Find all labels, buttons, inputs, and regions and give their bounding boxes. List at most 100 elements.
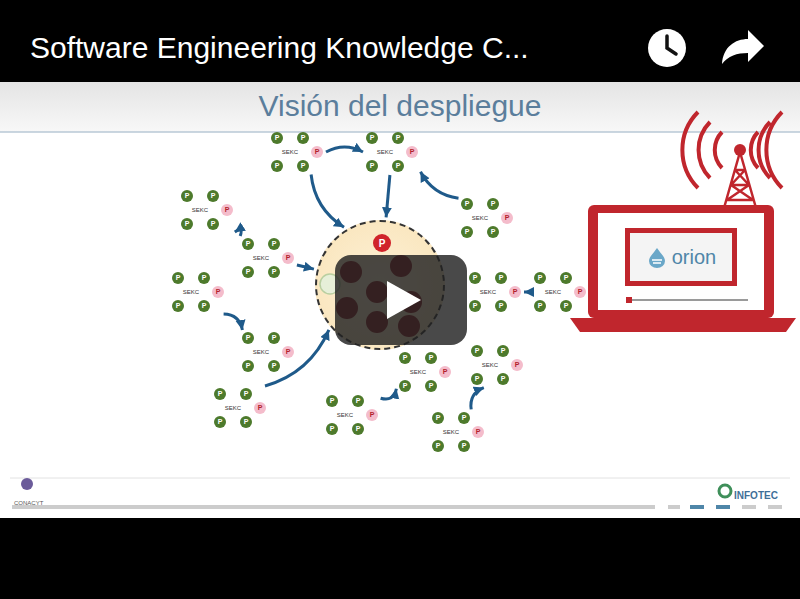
slide-dot [768,505,782,509]
peer-circle: P [560,272,572,284]
peer-cluster: SEKCPPPPP [469,272,521,312]
flow-arrow [326,147,363,152]
peer-label: P [499,274,504,282]
peer-label: P [436,442,441,450]
peer-badge: P [282,252,294,264]
share-icon [722,30,764,64]
peer-cluster: SEKCPPPPP [214,388,266,428]
peer-circle: P [242,266,254,278]
orion-logo-drop [649,248,665,268]
flow-arrow [235,230,241,236]
peer-label: P [330,425,335,433]
peer-circle: P [207,218,219,230]
peer-circle: P [461,226,473,238]
peer-circle: P [469,272,481,284]
peer-circle: P [297,132,309,144]
peer-cluster: SEKCPPPPP [242,238,294,278]
peer-label: P [244,418,249,426]
flow-arrow [524,291,531,294]
peer-label: P [225,206,230,214]
slide-dot [716,505,730,509]
peer-circle: P [425,352,437,364]
cluster-label-box: SEKC [461,211,499,225]
peer-label: P [462,442,467,450]
peer-label: P [515,361,520,369]
flow-arrow [311,175,344,228]
peer-label: P [356,425,361,433]
peer-label: P [436,414,441,422]
peer-circle: P [326,395,338,407]
cluster-label: SEKC [377,149,393,156]
peer-label: P [272,240,277,248]
peer-circle: P [471,373,483,385]
slide-dots [668,505,782,509]
cluster-label-box: SEKC [469,285,507,299]
peer-label: P [538,274,543,282]
peer-label: P [370,134,375,142]
peer-circle: P [432,440,444,452]
hub-peer-circle: P [373,234,391,252]
peer-circle: P [242,238,254,250]
peer-label: P [491,228,496,236]
cluster-label-box: SEKC [271,145,309,159]
peer-label: P [202,274,207,282]
play-triangle [387,281,421,319]
peer-circle: P [495,272,507,284]
peer-label: P [176,274,181,282]
peer-circle: P [242,332,254,344]
peer-label: P [272,268,277,276]
slide-title-box: Visión del despliegue [0,89,800,122]
cluster-label: SEKC [282,149,298,156]
peer-cluster: SEKCPPPPP [181,190,233,230]
cluster-label: SEKC [482,362,498,369]
cluster-label: SEKC [225,405,241,412]
laptop-screen [598,213,764,310]
flow-arrow [297,265,314,269]
logo-caption-box: CONACYT [14,491,43,509]
slide-header-band [0,82,800,132]
video-title-box: Software Engineering Knowledge C... [30,31,529,64]
peer-circle: P [392,132,404,144]
peer-label: P [218,418,223,426]
peer-label: P [275,134,280,142]
peer-label: P [475,375,480,383]
peer-label: P [505,214,510,222]
peer-badge: P [221,204,233,216]
peer-circle: P [534,272,546,284]
footer-rule [10,478,790,479]
peer-badge: P [254,402,266,414]
peer-circle: P [487,198,499,210]
peer-label: P [272,362,277,370]
cluster-label: SEKC [472,215,488,222]
cluster-label-box: SEKC [326,408,364,422]
peer-circle: P [495,300,507,312]
video-progress [628,299,748,301]
slide-dot [668,505,680,509]
peer-cluster: SEKCPPPPP [471,345,523,385]
peer-label: P [396,162,401,170]
peer-circle: P [458,412,470,424]
radio-waves-right [751,112,782,188]
flow-arrow [471,388,484,410]
peer-cluster: SEKCPPPPP [271,132,323,172]
peer-circle: P [366,132,378,144]
peer-cluster: SEKCPPPPP [461,198,513,238]
cluster-label-box: SEKC [471,358,509,372]
flow-arrow [421,172,459,198]
cluster-label: SEKC [410,369,426,376]
cluster-label-box: SEKC [432,425,470,439]
orion-logo-lines [652,260,662,263]
peer-label: P [538,302,543,310]
peer-circle: P [461,198,473,210]
cluster-label-box: SEKC [172,285,210,299]
peer-cluster: SEKCPPPPP [242,332,294,372]
slide-title: Visión del despliegue [259,89,542,122]
peer-circle: P [352,395,364,407]
peer-badge: P [501,212,513,224]
cluster-label: SEKC [192,207,208,214]
peer-label: P [218,390,223,398]
peer-circle: P [458,440,470,452]
peer-label: P [578,288,583,296]
cluster-label-box: SEKC [242,345,280,359]
cluster-label-box: SEKC [181,203,219,217]
